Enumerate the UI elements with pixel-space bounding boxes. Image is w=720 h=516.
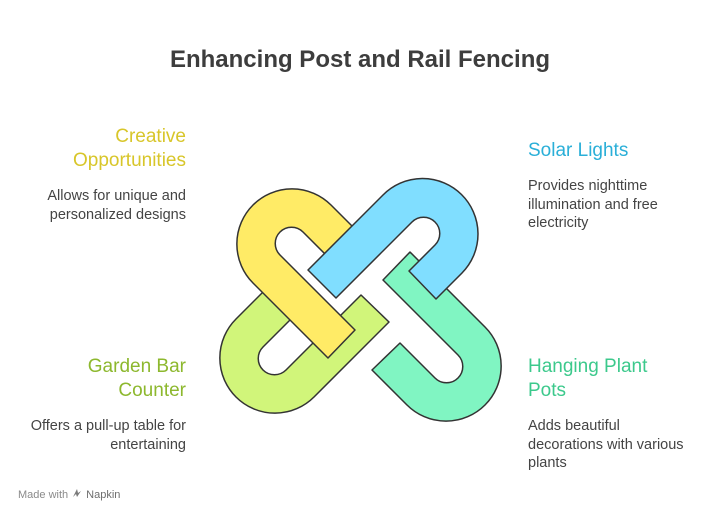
blue-link-shape (307, 177, 479, 300)
solar-lights-description: Provides nighttime illumination and free… (528, 178, 658, 231)
napkin-brand-label: Napkin (86, 488, 121, 501)
hanging-plant-pots-description: Adds beautiful decorations with various … (528, 418, 684, 471)
garden-bar-counter-description: Offers a pull-up table for entertaining (30, 418, 186, 453)
creative-opportunities-heading: Creative Opportunities (72, 126, 186, 171)
creative-opportunities-block: Creative Opportunities Allows for unique… (20, 125, 186, 224)
made-with-label: Made with (18, 488, 69, 501)
solar-lights-heading: Solar Lights (528, 140, 629, 161)
napkin-logo-icon (71, 487, 83, 502)
garden-bar-counter-block: Garden Bar Counter Offers a pull-up tabl… (20, 355, 186, 454)
green-link-shape (371, 251, 502, 422)
yellow-link-shape (236, 188, 357, 359)
garden-bar-counter-heading: Garden Bar Counter (87, 356, 186, 401)
hanging-plant-pots-heading: Hanging Plant Pots (528, 356, 648, 401)
footer-attribution: Made with Napkin (18, 487, 120, 502)
page-title: Enhancing Post and Rail Fencing (169, 46, 551, 73)
creative-opportunities-description: Allows for unique and personalized desig… (47, 188, 186, 223)
lime-link-shape (219, 283, 390, 414)
hanging-plant-pots-block: Hanging Plant Pots Adds beautiful decora… (528, 355, 708, 473)
interlocking-links-diagram (219, 177, 502, 422)
solar-lights-block: Solar Lights Provides nighttime illumina… (528, 139, 708, 233)
